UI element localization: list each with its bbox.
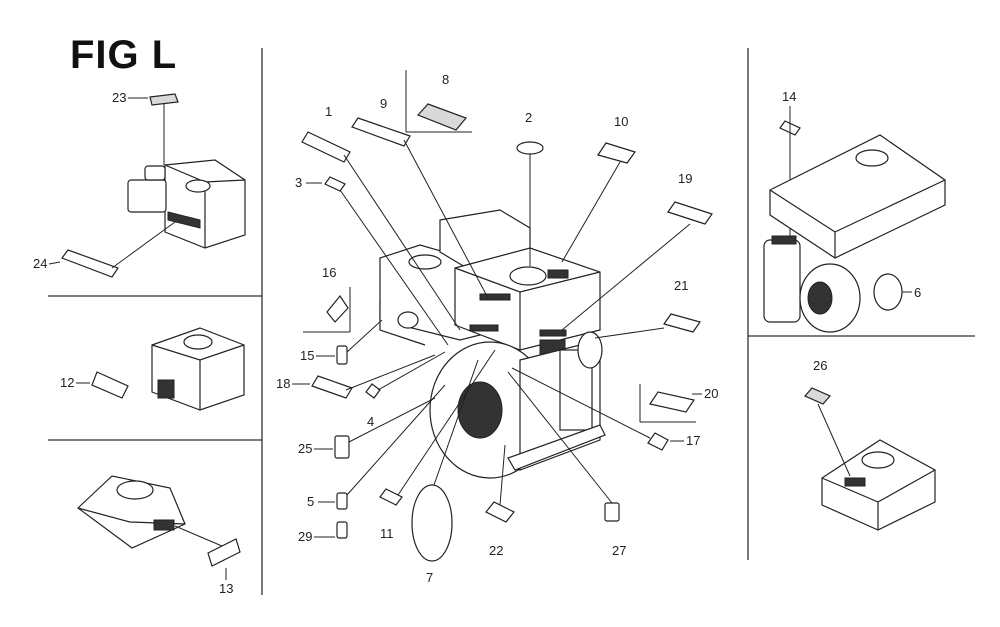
air-cleaner-cover-assembly: [77, 475, 186, 549]
callout-17: 17: [670, 433, 700, 448]
callout-27: 27: [612, 543, 626, 558]
callout-29: 29: [298, 529, 335, 544]
callout-18-label: 18: [276, 376, 290, 391]
decal-24: [61, 221, 176, 278]
decal-7: [411, 359, 479, 562]
callout-2-label: 2: [525, 110, 532, 125]
panel-frames: [48, 48, 975, 595]
fuel-tank-assembly-top-left: [127, 159, 246, 249]
decal-2: [516, 141, 544, 266]
figure-title: FIG L: [70, 33, 178, 77]
decal-29: [336, 521, 348, 539]
decal-16: [303, 287, 351, 333]
air-cleaner-assembly: [151, 327, 245, 411]
callout-24-label: 24: [33, 256, 47, 271]
callout-23: 23: [112, 90, 148, 105]
decal-9: [351, 117, 489, 299]
decal-18: [311, 354, 436, 399]
callout-24: 24: [33, 256, 61, 271]
callout-3: 3: [295, 175, 322, 190]
callout-12-label: 12: [60, 375, 74, 390]
decal-26: [804, 387, 851, 477]
callout-3-label: 3: [295, 175, 302, 190]
callout-25-label: 25: [298, 441, 312, 456]
callout-9: 9: [380, 96, 387, 111]
callout-2: 2: [525, 110, 532, 125]
engine-main: [379, 209, 606, 479]
callout-22-label: 22: [489, 543, 503, 558]
callout-19-label: 19: [678, 171, 692, 186]
callout-14: 14: [782, 89, 796, 104]
decal-10: [561, 142, 636, 263]
decal-25: [334, 397, 436, 459]
decal-23: [149, 93, 179, 165]
decal-13: [174, 525, 241, 567]
callout-11-label: 11: [380, 526, 394, 541]
callout-10: 10: [614, 114, 628, 129]
callout-13: 13: [219, 568, 233, 596]
decal-19: [561, 201, 713, 331]
decal-15: [336, 319, 383, 365]
callout-9-label: 9: [380, 96, 387, 111]
callout-25: 25: [298, 441, 333, 456]
fuel-tank-assembly-top-right: [763, 134, 946, 333]
callout-17-label: 17: [686, 433, 700, 448]
callout-6: 6: [902, 285, 921, 300]
callout-5: 5: [307, 494, 335, 509]
callout-10-label: 10: [614, 114, 628, 129]
callout-20-label: 20: [704, 386, 718, 401]
decal-5: [336, 384, 446, 510]
decal-12: [91, 371, 129, 399]
callout-8: 8: [442, 72, 449, 87]
callout-4-label: 4: [367, 414, 374, 429]
callout-23-label: 23: [112, 90, 126, 105]
decal-20: [639, 384, 696, 423]
callout-7-label: 7: [426, 570, 433, 585]
callout-11: 11: [380, 526, 394, 541]
callout-13-label: 13: [219, 581, 233, 596]
callout-15: 15: [300, 348, 335, 363]
decal-4: [365, 351, 446, 399]
decal-8: [405, 70, 472, 133]
decal-22: [485, 444, 515, 523]
callout-21-label: 21: [674, 278, 688, 293]
callout-27-label: 27: [612, 543, 626, 558]
decal-21: [594, 313, 701, 339]
callout-16: 16: [322, 265, 336, 280]
callout-19: 19: [678, 171, 692, 186]
callout-18: 18: [276, 376, 310, 391]
decal-11: [379, 349, 496, 506]
callout-12: 12: [60, 375, 90, 390]
decal-6: [873, 273, 903, 311]
callout-26-label: 26: [813, 358, 827, 373]
decal-1: [301, 131, 461, 331]
fuel-tank-assembly-bottom-right: [821, 439, 936, 531]
callout-8-label: 8: [442, 72, 449, 87]
callout-21: 21: [674, 278, 688, 293]
decal-27: [507, 371, 620, 522]
callout-14-label: 14: [782, 89, 796, 104]
callout-20: 20: [692, 386, 718, 401]
callout-1: 1: [325, 104, 332, 119]
callout-5-label: 5: [307, 494, 314, 509]
callout-16-label: 16: [322, 265, 336, 280]
decal-17: [511, 367, 669, 451]
callout-22: 22: [489, 543, 503, 558]
callout-29-label: 29: [298, 529, 312, 544]
callout-6-label: 6: [914, 285, 921, 300]
callout-7: 7: [426, 570, 433, 585]
callout-4: 4: [367, 414, 374, 429]
callout-15-label: 15: [300, 348, 314, 363]
decal-3: [324, 176, 449, 346]
callout-26: 26: [813, 358, 827, 373]
callout-1-label: 1: [325, 104, 332, 119]
